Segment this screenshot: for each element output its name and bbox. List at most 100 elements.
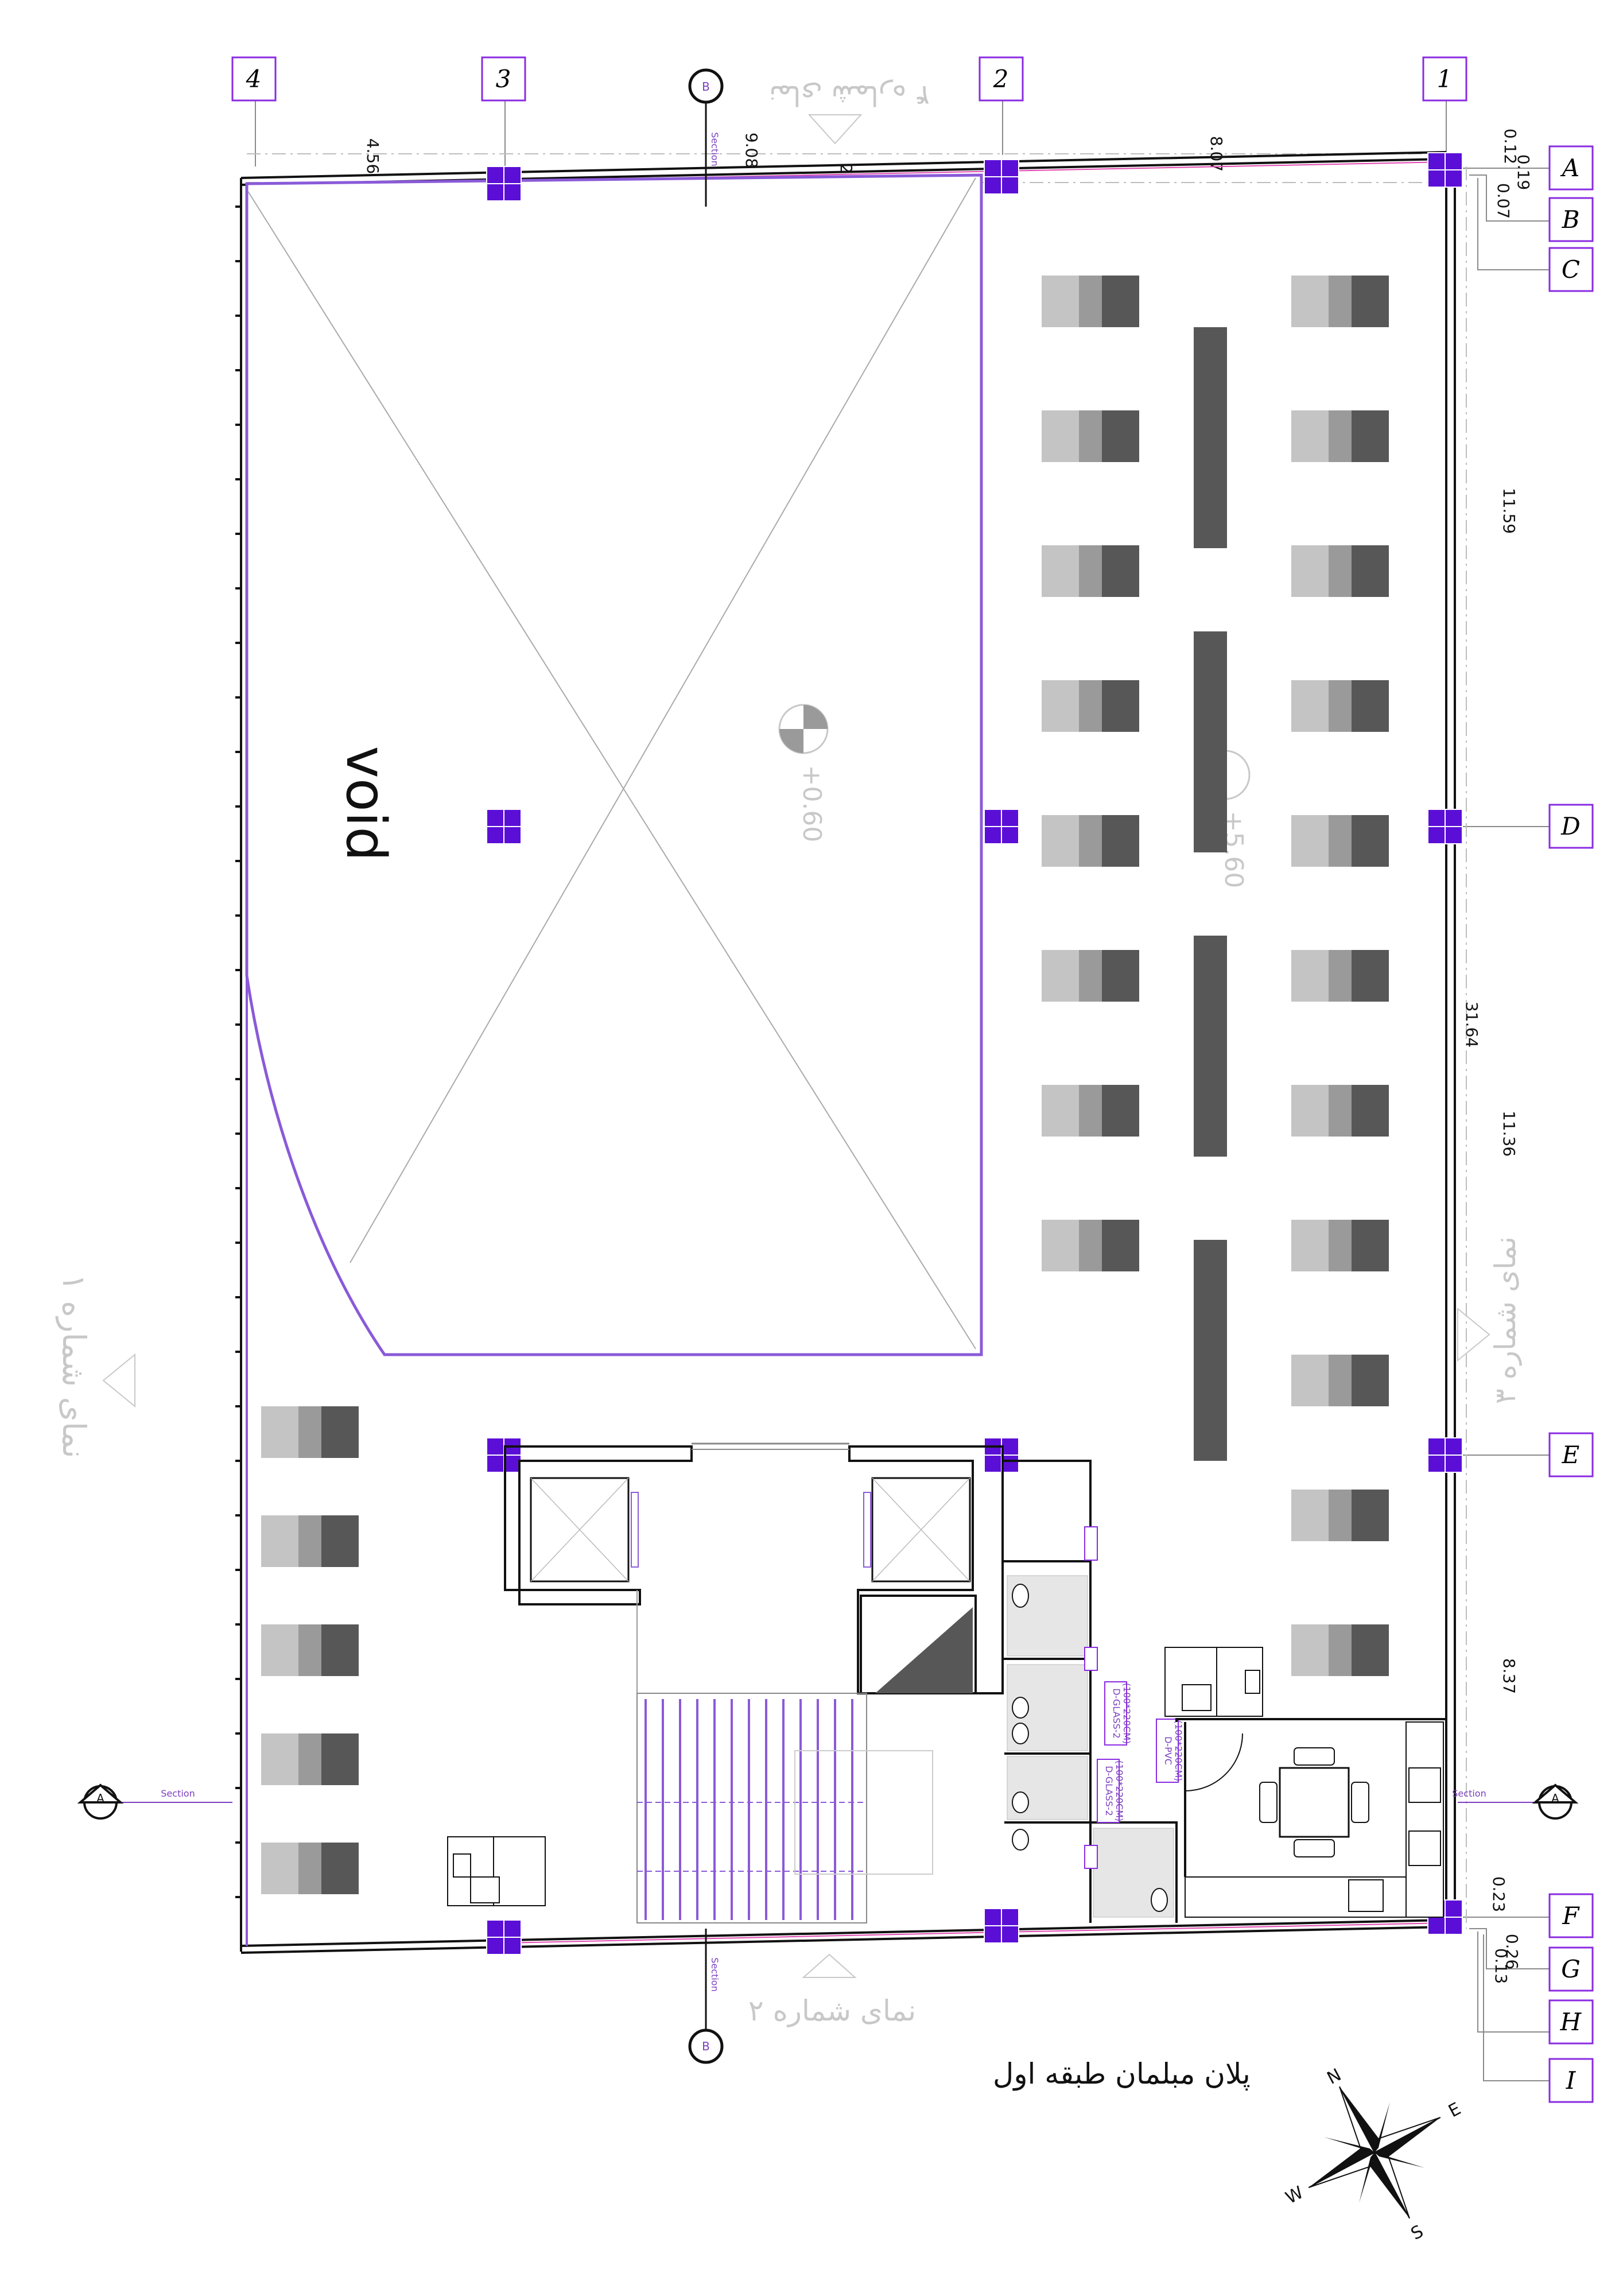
workstation bbox=[1291, 815, 1389, 867]
section-marker-left: Section A bbox=[77, 1783, 232, 1820]
compass-north-letter: N bbox=[1324, 2065, 1345, 2088]
section-mark-right-letter: A bbox=[1551, 1791, 1559, 1805]
dim-right-3: 8.37 bbox=[1500, 1658, 1519, 1694]
elevation-1-label: نمای شماره ۱ bbox=[56, 1274, 92, 1458]
elevation-4-marker: نمای شماره ۴ bbox=[769, 79, 930, 145]
sanitary-fixtures bbox=[1012, 1584, 1168, 1912]
grid-tag-4-label: 4 bbox=[246, 65, 262, 93]
section-mark-bottom-letter: B bbox=[702, 2039, 710, 2053]
elevator-2 bbox=[863, 1477, 971, 1583]
section-label-top: Section bbox=[709, 132, 720, 166]
workstation bbox=[1042, 1085, 1139, 1137]
grid-tag-F-label: F bbox=[1562, 1902, 1580, 1930]
column-1E bbox=[1427, 1437, 1463, 1473]
grid-tag-4: 4 bbox=[231, 56, 277, 102]
section-mark-left-letter: A bbox=[96, 1791, 104, 1805]
dining-table bbox=[1259, 1747, 1369, 1857]
grid-tag-2-label: 2 bbox=[993, 65, 1009, 93]
dim-bc-2: 0.07 bbox=[1494, 183, 1513, 219]
grid-tag-G-label: G bbox=[1561, 1955, 1581, 1983]
grid-tag-3: 3 bbox=[481, 56, 526, 102]
compass-south-letter: S bbox=[1408, 2221, 1427, 2244]
workstation bbox=[1291, 1490, 1389, 1541]
dim-top-2: 9.08 bbox=[742, 133, 761, 168]
dim-top-3: 8.07 bbox=[1207, 136, 1226, 172]
dim-ab: 0.12 bbox=[1501, 129, 1520, 164]
grid-tag-1: 1 bbox=[1422, 56, 1467, 102]
workstation bbox=[1291, 545, 1389, 597]
column-3D bbox=[486, 809, 522, 844]
column-1A bbox=[1427, 152, 1463, 188]
workstation bbox=[261, 1733, 359, 1785]
column-1D bbox=[1427, 809, 1463, 844]
dim-top-1: 4.56 bbox=[363, 138, 382, 174]
grid-tag-H: H bbox=[1548, 1999, 1594, 2045]
workstation bbox=[1042, 1220, 1139, 1271]
workstation bbox=[1291, 680, 1389, 732]
workstation bbox=[261, 1843, 359, 1894]
level-label-1: +0.60 bbox=[797, 765, 826, 843]
restroom-block bbox=[1003, 1460, 1178, 1923]
void-area: void bbox=[245, 173, 983, 1946]
section-mark-top-letter: B bbox=[702, 80, 710, 94]
section-label-bottom: Section bbox=[709, 1957, 720, 1991]
grid-tags: 1 2 3 4 A B C D bbox=[231, 56, 1594, 2103]
grid-tag-G: G bbox=[1548, 1946, 1594, 1992]
elevation-1-marker: نمای شماره ۱ bbox=[56, 1274, 135, 1459]
workstation bbox=[1291, 276, 1389, 327]
dim-fg: 0.23 bbox=[1489, 1876, 1508, 1912]
workstation bbox=[1042, 410, 1139, 462]
section-marker-right: Section A bbox=[1452, 1783, 1579, 1820]
dim-bc-1: 0.19 bbox=[1514, 154, 1533, 190]
desk-islands bbox=[1194, 327, 1227, 1461]
door-tags: D-GLASS-2 (100*220CM) D-GLASS-2 (100*220… bbox=[1084, 1526, 1184, 1869]
workstation bbox=[1291, 950, 1389, 1002]
desk-upper bbox=[1164, 1647, 1263, 1717]
workstation bbox=[1042, 545, 1139, 597]
dim-right-total: 31.64 bbox=[1462, 1002, 1481, 1048]
workstation bbox=[1042, 276, 1139, 327]
grid-tag-C: C bbox=[1548, 247, 1594, 292]
desk-island-1 bbox=[1194, 327, 1227, 548]
grid-tag-E-label: E bbox=[1562, 1441, 1580, 1469]
workstation bbox=[1291, 1355, 1389, 1406]
elevation-4-label: نمای شماره ۴ bbox=[769, 79, 930, 111]
void-label: void bbox=[334, 746, 397, 861]
workstations-column-b bbox=[1291, 276, 1389, 1676]
grid-tag-D-label: D bbox=[1560, 812, 1581, 840]
left-wall-ticks bbox=[235, 205, 241, 1898]
column-2F bbox=[984, 1908, 1019, 1944]
workstation bbox=[1291, 410, 1389, 462]
door-tag-2-label: D-GLASS-2 bbox=[1104, 1766, 1115, 1816]
workstation bbox=[1291, 1624, 1389, 1676]
workstation bbox=[1042, 950, 1139, 1002]
section-marker-bottom: Section B bbox=[688, 1929, 724, 2064]
workstations-column-a bbox=[1042, 276, 1139, 1271]
grid-lines bbox=[255, 100, 1550, 2081]
grid-tag-I-label: I bbox=[1566, 2066, 1577, 2095]
section-label-left: Section bbox=[161, 1788, 195, 1799]
section-marker-top: Section B bbox=[688, 68, 724, 207]
elevation-3-marker: نمای شماره ۳ bbox=[1457, 1236, 1522, 1404]
door-tag-2-size: (100*220CM) bbox=[1114, 1760, 1125, 1822]
workstation bbox=[1042, 815, 1139, 867]
workstation bbox=[1291, 1085, 1389, 1137]
grid-tag-A: A bbox=[1548, 145, 1594, 191]
kitchenette bbox=[1175, 1718, 1446, 1918]
desk-lower bbox=[447, 1836, 546, 1906]
section-label-right: Section bbox=[1452, 1788, 1486, 1799]
column-2D bbox=[984, 809, 1019, 844]
column-3A bbox=[486, 166, 522, 201]
elevation-2-marker: نمای شماره ۲ bbox=[748, 1953, 916, 2027]
workstation bbox=[1042, 680, 1139, 732]
dim-gh-1: 0.26 bbox=[1502, 1934, 1521, 1969]
workstation bbox=[261, 1624, 359, 1676]
desk-island-2 bbox=[1194, 631, 1227, 852]
door-tag-1-size: (100*220CM) bbox=[1121, 1683, 1132, 1744]
elevation-3-label: نمای شماره ۳ bbox=[1489, 1236, 1522, 1404]
door-tag-1-label: D-GLASS-2 bbox=[1111, 1688, 1122, 1739]
level-marker-1: +0.60 bbox=[778, 704, 829, 843]
elevator-1 bbox=[530, 1477, 639, 1583]
dim-gh-2: 0.13 bbox=[1492, 1948, 1511, 1984]
column-3F bbox=[486, 1919, 522, 1955]
